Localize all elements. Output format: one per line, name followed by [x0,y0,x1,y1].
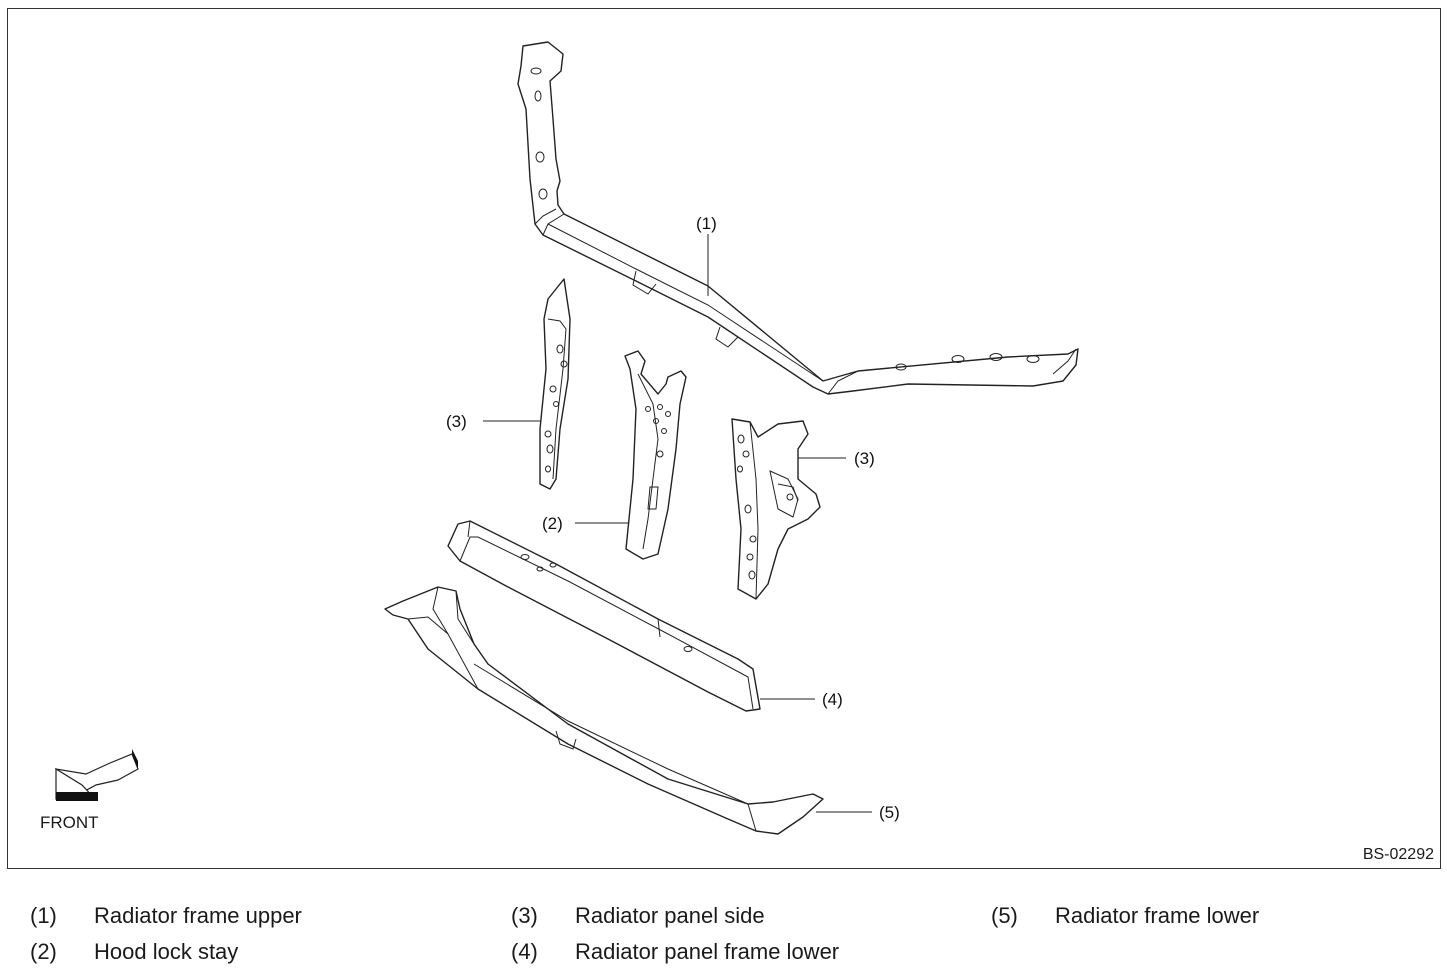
diagram-code: BS-02292 [1362,846,1434,863]
front-label: FRONT [40,813,99,832]
radiator-panel-side-right [731,418,821,600]
legend-number: (1) [30,903,57,928]
callout-label-1: (1) [696,214,717,233]
legend-label: Radiator panel side [575,903,765,928]
callout-label-2: (2) [542,514,563,533]
legend-number: (4) [511,939,538,964]
front-arrow-icon [54,749,139,801]
radiator-panel-frame-lower [447,520,761,712]
callout-label-3-right: (3) [854,449,875,468]
legend-label: Radiator frame lower [1055,903,1260,928]
radiator-panel-side-left [539,278,571,490]
hood-lock-stay [624,350,687,560]
legend-label: Radiator frame upper [94,903,302,928]
legend-number: (3) [511,903,538,928]
callout-label-4: (4) [822,690,843,709]
callout-label-5: (5) [879,803,900,822]
legend-label: Hood lock stay [94,939,239,964]
legend-label: Radiator panel frame lower [575,939,840,964]
exploded-parts-diagram: (1) (2) (3) (3) (4) (5) FRONT BS-02292 [7,8,1441,869]
radiator-frame-lower [384,586,824,835]
legend-number: (2) [30,939,57,964]
legend-number: (5) [991,903,1018,928]
parts-legend: (1) Radiator frame upper (2) Hood lock s… [0,896,1447,971]
callout-label-3-left: (3) [446,412,467,431]
diagram-drawing: (1) (2) (3) (3) (4) (5) [54,41,1079,835]
radiator-frame-upper [517,41,1079,395]
